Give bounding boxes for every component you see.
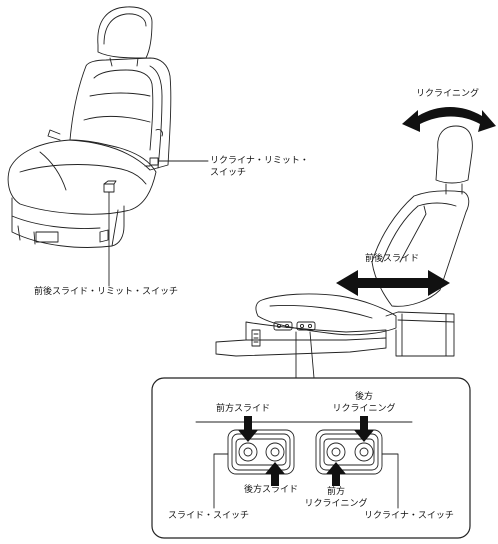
label-reclining: リクライニング bbox=[416, 89, 480, 99]
label-slide-switch: スライド・スイッチ bbox=[168, 511, 250, 521]
seat-side-view-drawing bbox=[215, 125, 473, 357]
label-rear-slide: 後方スライド bbox=[244, 485, 299, 495]
label-front-slide: 前方スライド bbox=[216, 404, 271, 414]
front-slide-arrow-icon bbox=[238, 416, 258, 442]
label-recliner-switch: リクライナ・スイッチ bbox=[364, 511, 454, 521]
reclining-arrow-icon bbox=[402, 107, 496, 132]
rear-slide-arrow-icon bbox=[265, 462, 285, 486]
front-reclining-arrow-icon bbox=[326, 462, 346, 486]
leader-recliner-switch bbox=[381, 453, 399, 509]
label-slide-fore-aft: 前後スライド bbox=[365, 254, 420, 264]
label-recliner-limit-switch: リクライナ・リミット・ スイッチ bbox=[210, 156, 309, 178]
rear-reclining-arrow-icon bbox=[354, 416, 374, 442]
callout-connector bbox=[295, 331, 315, 379]
label-front-reclining: 前方 リクライニング bbox=[304, 487, 368, 509]
slide-arrow-icon bbox=[336, 270, 450, 296]
recliner-switch-assembly bbox=[315, 429, 383, 475]
label-slide-limit-switch: 前後スライド・リミット・スイッチ bbox=[34, 287, 179, 297]
slide-switch-assembly bbox=[227, 429, 295, 475]
callout-box bbox=[151, 377, 471, 539]
seat-perspective-drawing bbox=[7, 6, 172, 248]
label-rear-reclining: 後方 リクライニング bbox=[332, 392, 396, 414]
leader-slide-switch bbox=[213, 453, 229, 509]
